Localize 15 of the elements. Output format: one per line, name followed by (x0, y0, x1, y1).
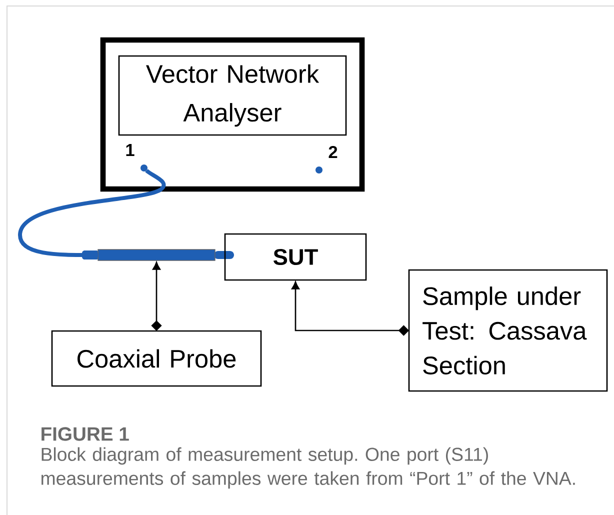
display-panel: Vector Network Analyser (118, 55, 347, 136)
process-box: Sample under Test: Cassava Section (408, 269, 608, 392)
port-number: 1 (126, 144, 134, 156)
port-dot (140, 164, 148, 172)
cable (18, 168, 166, 257)
arrow (292, 281, 409, 336)
coaxial-probe-drawing (82, 249, 234, 261)
port-dot (316, 166, 322, 174)
caption: Block diagram of measurement setup. One port (S11) measurements of samples were taken from “Port 1” of the VNA. (42, 447, 575, 489)
process-box: SUT (224, 233, 367, 281)
port-number: 2 (328, 146, 338, 158)
arrow (151, 262, 162, 331)
process-box: Coaxial Probe (51, 330, 262, 387)
instrument-box (100, 37, 365, 192)
figure-label: FIGURE 1 (42, 427, 129, 441)
